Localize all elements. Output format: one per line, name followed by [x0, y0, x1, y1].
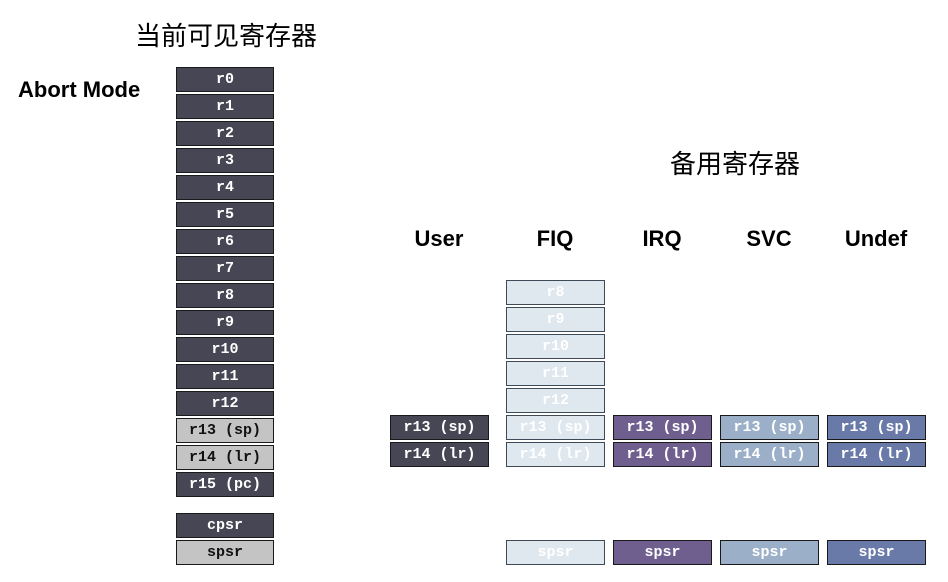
- register-r2: r2: [176, 121, 274, 146]
- mode-header-irq: IRQ: [642, 226, 682, 251]
- register-r14-lr: r14 (lr): [176, 445, 274, 470]
- banked-irq-r13-sp: r13 (sp): [613, 415, 712, 440]
- banked-user-r14-lr: r14 (lr): [390, 442, 489, 467]
- banked-fiq-r9: r9: [506, 307, 605, 332]
- banked-irq-spsr: spsr: [613, 540, 712, 565]
- register-r1: r1: [176, 94, 274, 119]
- register-r9: r9: [176, 310, 274, 335]
- status-register-cpsr: cpsr: [176, 513, 274, 538]
- banked-fiq-r14-lr: r14 (lr): [506, 442, 605, 467]
- banked-irq-r14-lr: r14 (lr): [613, 442, 712, 467]
- register-r10: r10: [176, 337, 274, 362]
- banked-undef-spsr: spsr: [827, 540, 926, 565]
- banked-user-r13-sp: r13 (sp): [390, 415, 489, 440]
- register-r15-pc: r15 (pc): [176, 472, 274, 497]
- banked-fiq-r13-sp: r13 (sp): [506, 415, 605, 440]
- register-r7: r7: [176, 256, 274, 281]
- register-r3: r3: [176, 148, 274, 173]
- register-r6: r6: [176, 229, 274, 254]
- status-register-spsr: spsr: [176, 540, 274, 565]
- register-r5: r5: [176, 202, 274, 227]
- banked-fiq-r8: r8: [506, 280, 605, 305]
- banked-fiq-r10: r10: [506, 334, 605, 359]
- banked-svc-r14-lr: r14 (lr): [720, 442, 819, 467]
- register-r0: r0: [176, 67, 274, 92]
- register-r11: r11: [176, 364, 274, 389]
- mode-header-svc: SVC: [746, 226, 792, 251]
- banked-svc-spsr: spsr: [720, 540, 819, 565]
- current-registers-title: 当前可见寄存器: [135, 22, 318, 52]
- register-r4: r4: [176, 175, 274, 200]
- mode-header-fiq: FIQ: [536, 226, 574, 251]
- banked-undef-r14-lr: r14 (lr): [827, 442, 926, 467]
- banked-fiq-spsr: spsr: [506, 540, 605, 565]
- register-r13-sp: r13 (sp): [176, 418, 274, 443]
- mode-header-undef: Undef: [844, 226, 908, 251]
- banked-registers-title: 备用寄存器: [670, 150, 801, 180]
- register-r8: r8: [176, 283, 274, 308]
- mode-header-user: User: [414, 226, 464, 251]
- banked-fiq-r11: r11: [506, 361, 605, 386]
- banked-undef-r13-sp: r13 (sp): [827, 415, 926, 440]
- banked-fiq-r12: r12: [506, 388, 605, 413]
- mode-label: Abort Mode: [18, 77, 141, 102]
- register-r12: r12: [176, 391, 274, 416]
- banked-svc-r13-sp: r13 (sp): [720, 415, 819, 440]
